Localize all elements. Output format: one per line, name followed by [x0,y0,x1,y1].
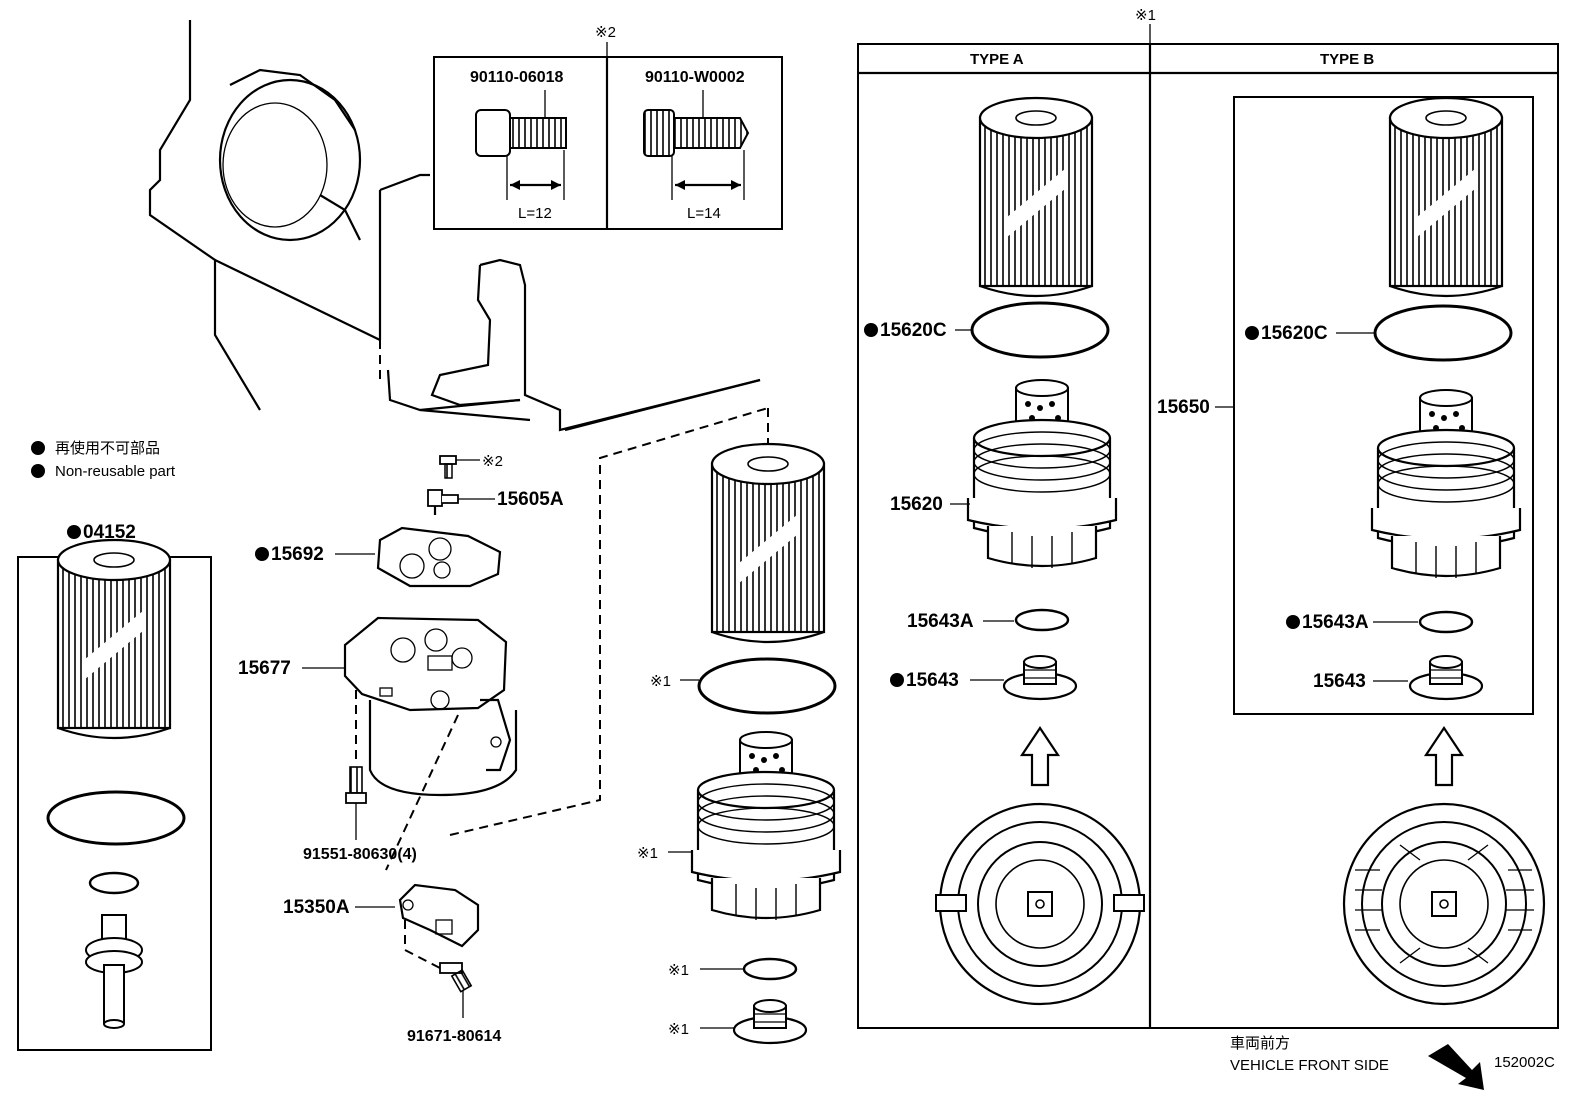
type-b-plug-label: 15643 [1313,671,1366,692]
type-b-cap-bottom-view-icon [1342,802,1546,1006]
center-ring-icon [742,957,798,981]
part-91551-label: 91551-80630(4) [303,846,417,863]
diagram-code: 152002C [1494,1054,1555,1071]
bolt-left-length: L=12 [518,205,552,222]
part-91671-label: 91671-80614 [407,1028,501,1045]
part-15677-label: 15677 [238,658,291,679]
type-b-cap-ribs [1355,844,1534,964]
center-filter-stack: ※1 ※1 ※1 ※1 [637,442,842,1045]
type-a-ring-label: 15643A [907,611,974,632]
type-b-assy-label: 15650 [1157,397,1210,418]
type-b-filter-element-icon [1388,96,1504,298]
legend: 再使用不可部品 Non-reusable part [31,440,176,480]
type-a-filter-cap-icon [966,378,1118,570]
kit-oring-icon [46,790,186,846]
legend-en: Non-reusable part [55,463,176,480]
type-b-header: TYPE B [1320,51,1374,68]
bolt-box-ref: ※2 [595,24,616,41]
footer: 車両前方 VEHICLE FRONT SIDE 152002C [1230,1035,1555,1090]
footer-jp: 車両前方 [1230,1035,1290,1052]
bolt-left-part-number: 90110-06018 [470,69,564,86]
part-15692-label: 15692 [271,544,324,565]
center-filter-cap-icon [690,730,842,922]
part-15677: 15677 [238,616,518,797]
type-a-oring-icon [970,301,1110,359]
bolt-right-icon [643,90,750,157]
engine-block-outline [148,20,761,432]
type-b-oring-label: 15620C [1261,323,1328,344]
type-b-column: 15650 15620C 15643A 15643 [1157,96,1546,1006]
center-cap-ref: ※1 [637,845,658,862]
type-b-ring-label: 15643A [1302,612,1369,633]
center-oring-icon [697,657,837,715]
kit-drain-tube-icon [85,914,143,1029]
type-b-oring-icon [1373,304,1513,362]
bolt-right-dimension [671,150,745,200]
types-box-ref: ※1 [1135,7,1156,24]
footer-en: VEHICLE FRONT SIDE [1230,1057,1389,1074]
bolt-left-dimension [506,150,565,200]
type-a-cap-tabs [935,894,1145,912]
type-a-plug-label: 15643 [906,670,959,691]
part-15692: 15692 [255,526,502,588]
part-91551-bolt: 91551-80630(4) [303,690,417,863]
legend-jp: 再使用不可部品 [55,440,160,457]
kit-ring-icon [88,871,140,895]
bolt-ref2-label: ※2 [482,453,503,470]
part-15605A: 15605A [427,489,564,515]
type-b-filter-cap-icon [1370,388,1522,580]
center-plug-ref: ※1 [668,1021,689,1038]
type-a-column: 15620C 15620 15643A 15643 [864,96,1145,1006]
type-b-drain-plug-icon [1408,654,1484,701]
types-box: ※1 TYPE A TYPE B 15620C 15620 15643A 156… [857,7,1559,1029]
part-04152-label: 04152 [83,522,136,543]
bolt-detail-box: ※2 90110-06018 90110-W0002 L=12 [433,24,783,230]
part-91671-screw: 91671-80614 [407,962,501,1045]
type-a-cap-bottom-view-icon [938,802,1142,1006]
center-oring-ref: ※1 [650,673,671,690]
part-15605A-label: 15605A [497,489,564,510]
part-15350A: 15350A [283,714,480,969]
type-a-up-arrow-icon [1019,726,1061,787]
type-a-filter-element-icon [978,96,1094,298]
bolt-ref2-icon: ※2 [439,453,503,479]
type-a-cap-label: 15620 [890,494,943,515]
bolt-right-length: L=14 [687,205,721,222]
type-b-ring-icon [1418,610,1474,634]
center-drain-plug-icon [732,998,808,1045]
bolt-left-icon [475,90,567,157]
type-a-oring-label: 15620C [880,320,947,341]
vehicle-front-arrow-icon [1428,1044,1484,1090]
kit-04152: 04152 [17,522,212,1051]
part-15350A-label: 15350A [283,897,350,918]
type-a-ring-icon [1014,608,1070,632]
type-a-drain-plug-icon [1002,654,1078,701]
kit-filter-element-icon [56,538,172,740]
type-b-assy-box [1233,96,1534,715]
type-a-header: TYPE A [970,51,1024,68]
center-ring-ref: ※1 [668,962,689,979]
type-b-up-arrow-icon [1423,726,1465,787]
bolt-right-part-number: 90110-W0002 [645,69,745,86]
center-filter-element-icon [710,442,826,644]
